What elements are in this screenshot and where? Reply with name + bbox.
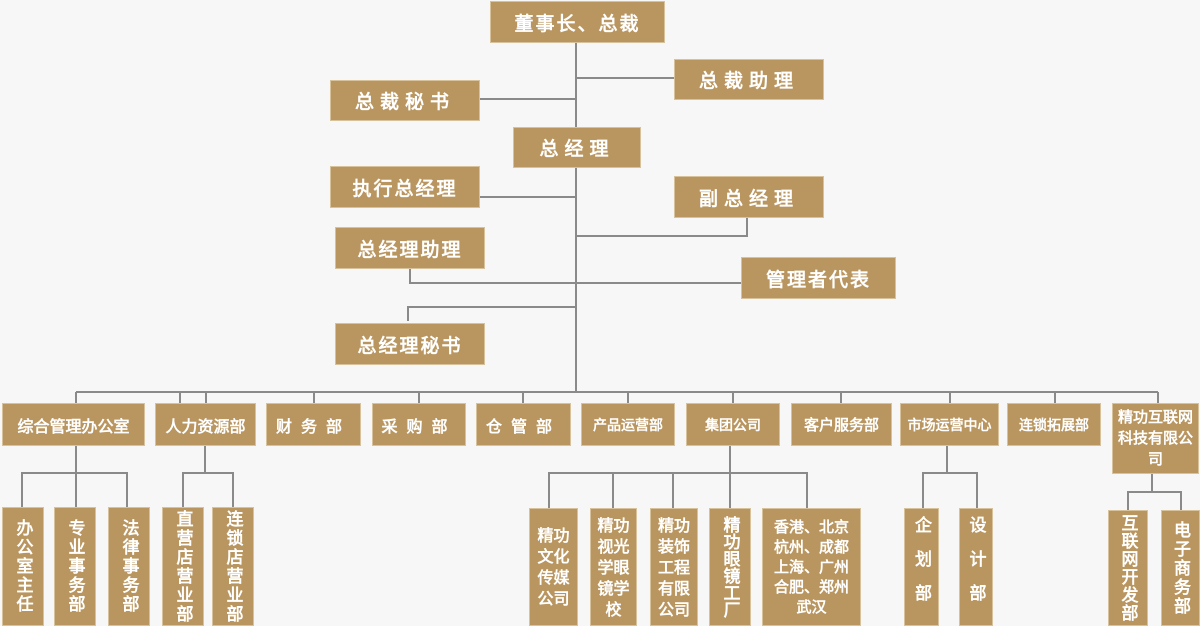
sub-ecommerce: 电子商务部 — [1161, 510, 1200, 626]
sub-eyewear-factory: 精功眼镜工厂 — [709, 508, 751, 626]
sub-professional-affairs: 专业事务部 — [54, 507, 96, 626]
dept-admin-office: 综合管理办公室 — [2, 403, 145, 446]
president-assistant-box: 总裁助理 — [674, 59, 824, 100]
branch-cities-line: 杭州、成都 — [773, 538, 849, 556]
sub-legal-affairs: 法律事务部 — [108, 507, 150, 626]
chairman-box: 董事长、总裁 — [490, 1, 665, 43]
gm-secretary-box: 总经理秘书 — [335, 323, 485, 365]
dept-customer-service: 客户服务部 — [791, 403, 892, 446]
dept-warehouse: 仓管部 — [476, 403, 571, 446]
general-manager-box: 总经理 — [513, 127, 641, 168]
dept-purchasing: 采购部 — [372, 403, 466, 446]
sub-branch-cities: 香港、北京 杭州、成都 上海、广州 合肥、郑州 武汉 — [762, 508, 861, 626]
sub-culture-media-company: 精功文化传媒公司 — [529, 508, 578, 626]
sub-office-director: 办公室主任 — [2, 507, 44, 626]
sub-design: 设计部 — [959, 508, 993, 626]
sub-optometry-school: 精功视光学眼镜学校 — [590, 508, 637, 626]
sub-planning: 企划部 — [904, 508, 939, 626]
branch-cities-line: 香港、北京 — [773, 518, 849, 536]
dept-internet-tech-company: 精功互联网科技有限公司 — [1112, 403, 1199, 474]
dept-finance: 财务部 — [266, 403, 361, 446]
sub-internet-development: 互联网开发部 — [1108, 510, 1148, 626]
sub-direct-store-sales: 直营店营业部 — [162, 507, 204, 626]
dept-chain-expansion: 连锁拓展部 — [1007, 403, 1101, 446]
gm-assistant-box: 总经理助理 — [335, 227, 485, 269]
branch-cities-line: 武汉 — [796, 598, 827, 616]
branch-cities-line: 合肥、郑州 — [773, 578, 849, 596]
management-rep-box: 管理者代表 — [741, 257, 896, 299]
sub-chain-store-sales: 连锁店营业部 — [212, 507, 254, 626]
president-secretary-box: 总裁秘书 — [330, 80, 480, 121]
dept-hr: 人力资源部 — [155, 403, 256, 446]
dept-group-company: 集团公司 — [686, 403, 780, 446]
deputy-gm-box: 副总经理 — [674, 176, 824, 218]
branch-cities-line: 上海、广州 — [773, 558, 849, 576]
dept-product-ops: 产品运营部 — [581, 403, 675, 446]
dept-marketing-center: 市场运营中心 — [900, 403, 999, 446]
sub-decoration-company: 精功装饰工程有限公司 — [650, 508, 698, 626]
executive-gm-box: 执行总经理 — [330, 166, 480, 208]
